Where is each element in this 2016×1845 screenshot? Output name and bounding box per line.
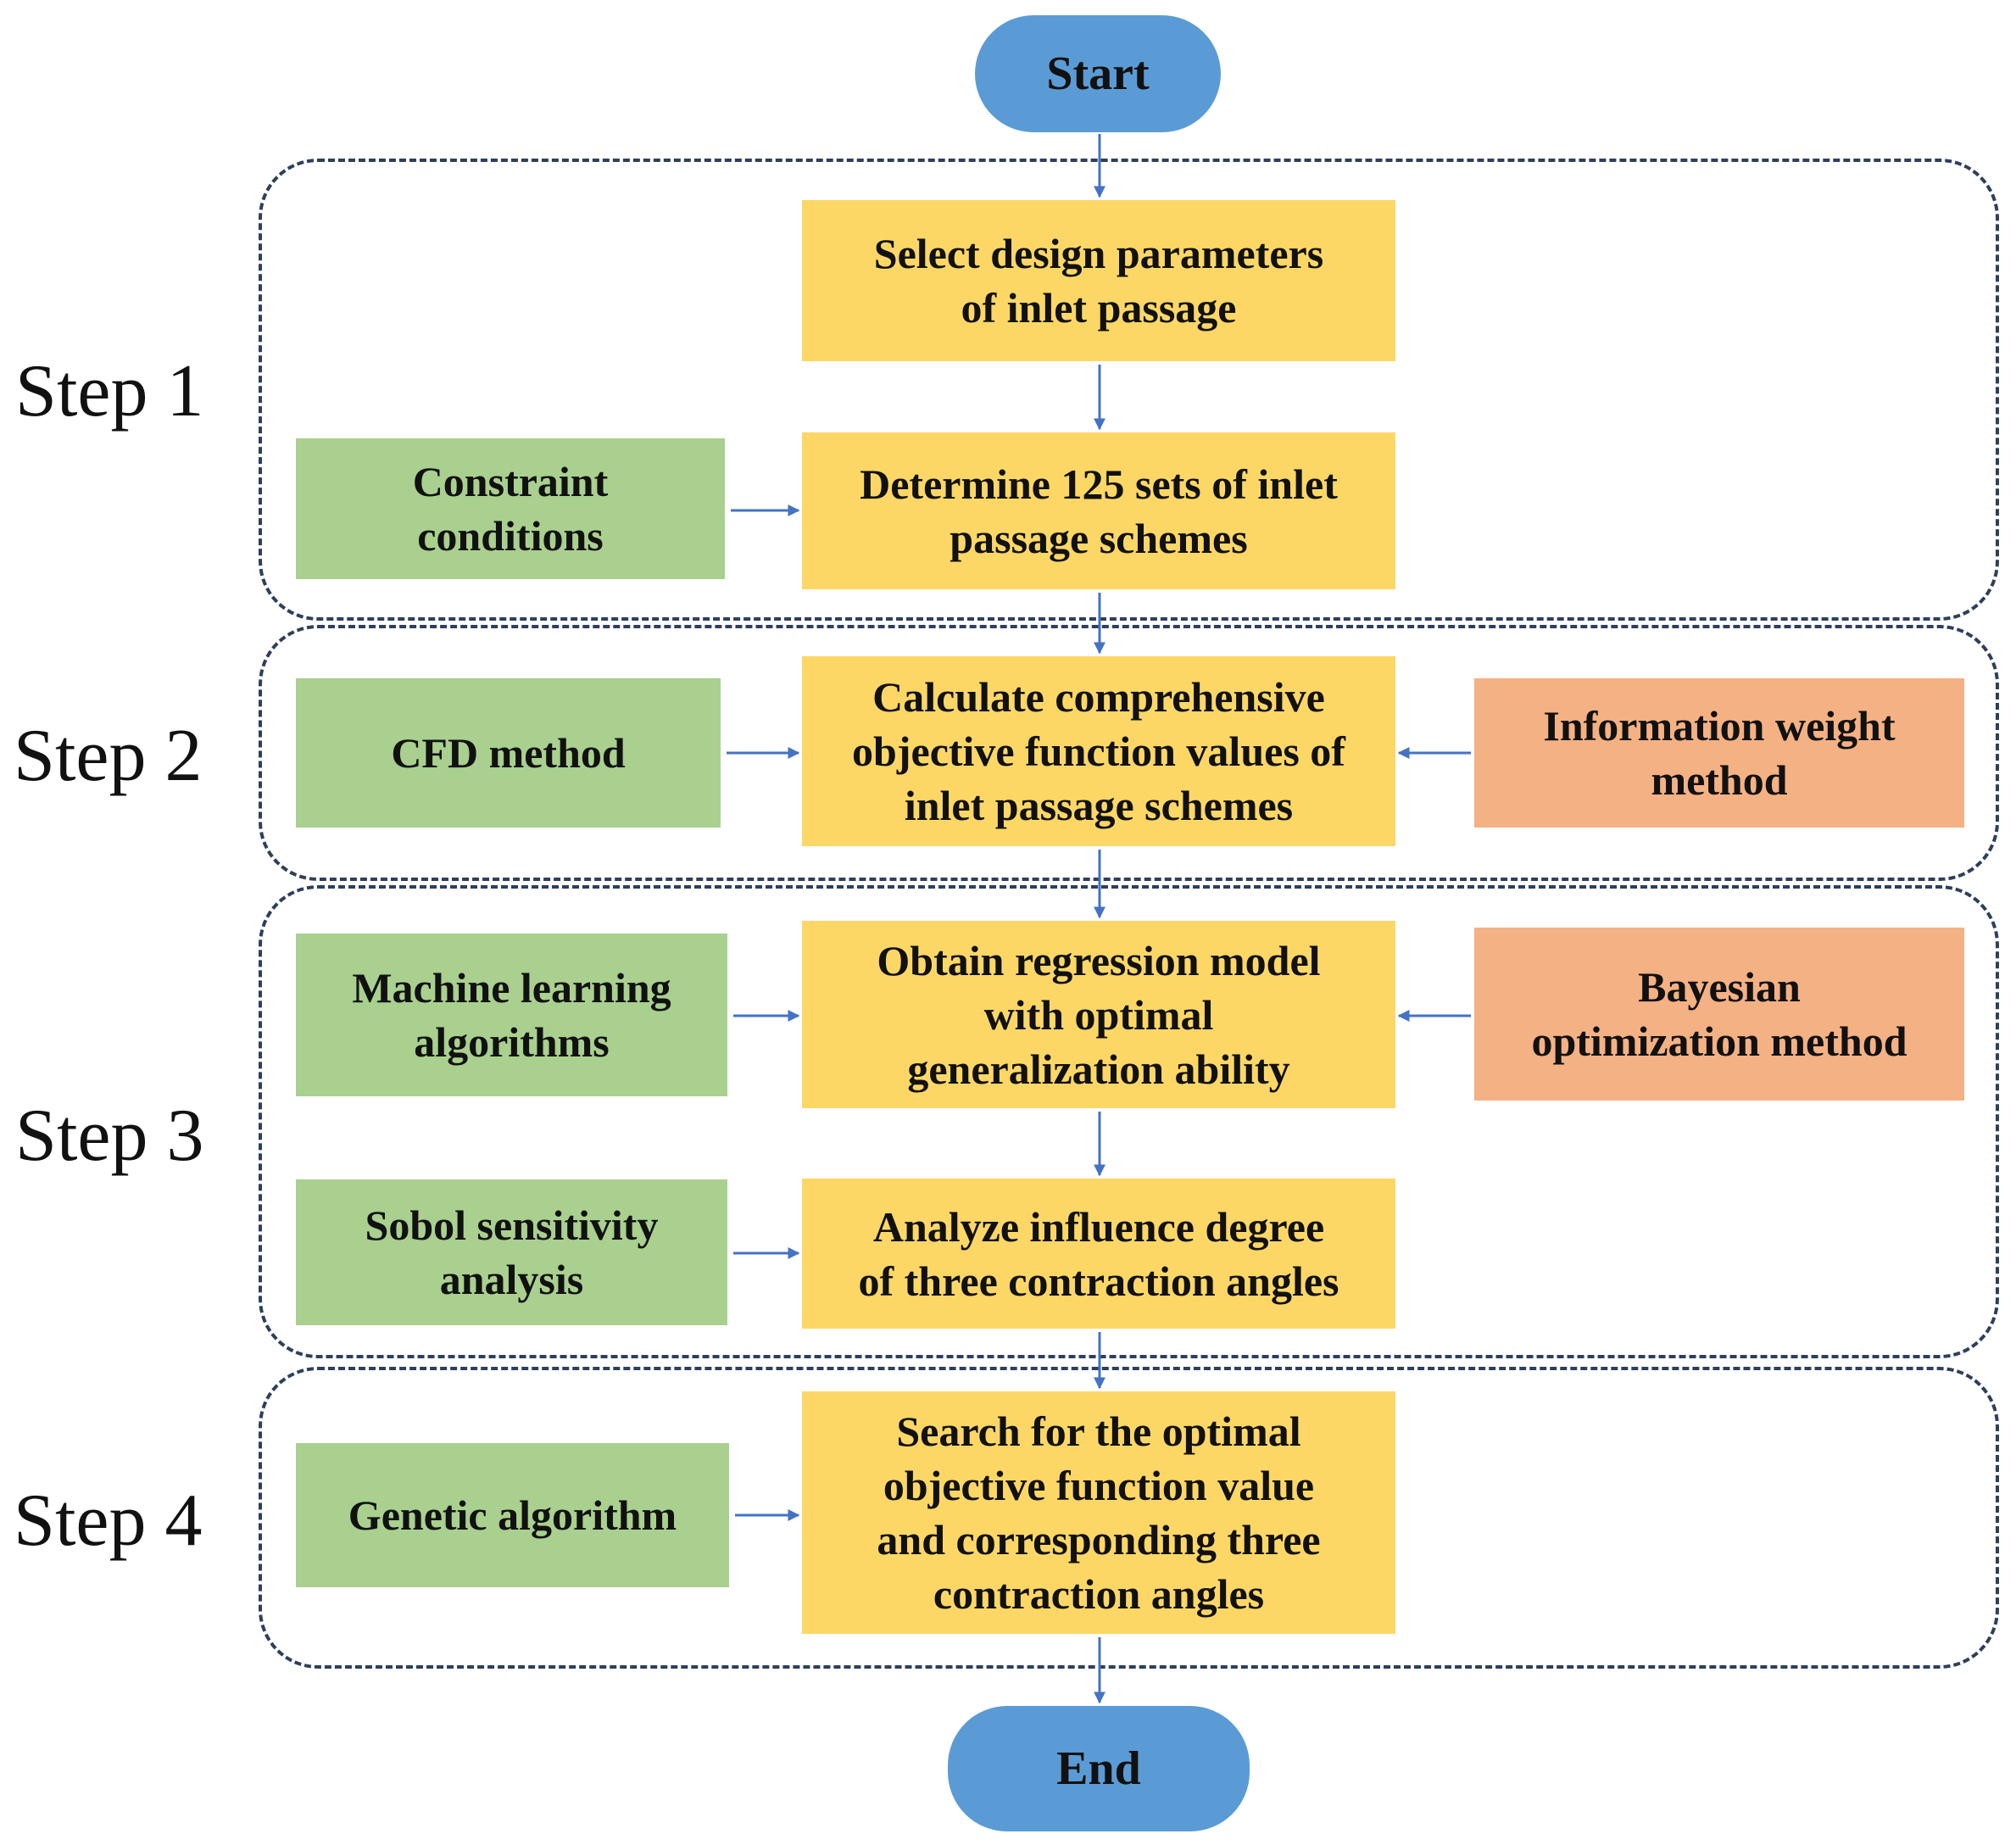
end-node: End bbox=[948, 1706, 1250, 1831]
step2-region bbox=[259, 625, 1999, 881]
genetic-algorithm-text: Genetic algorithm bbox=[348, 1491, 677, 1539]
start-label: Start bbox=[1046, 47, 1150, 100]
step1-region bbox=[259, 159, 1999, 621]
cfd-method-text: CFD method bbox=[391, 729, 626, 777]
start-node: Start bbox=[975, 15, 1221, 132]
cfd-method-box: CFD method bbox=[296, 678, 721, 828]
genetic-algorithm-box: Genetic algorithm bbox=[296, 1443, 729, 1587]
step-4-label: Step 4 bbox=[14, 1480, 203, 1562]
step-2-label: Step 2 bbox=[14, 715, 203, 797]
step-1-label: Step 1 bbox=[15, 350, 204, 432]
step4-region bbox=[259, 1367, 1999, 1669]
step-3-label: Step 3 bbox=[15, 1095, 204, 1177]
step3-region bbox=[259, 885, 1999, 1358]
end-label: End bbox=[1056, 1742, 1141, 1795]
